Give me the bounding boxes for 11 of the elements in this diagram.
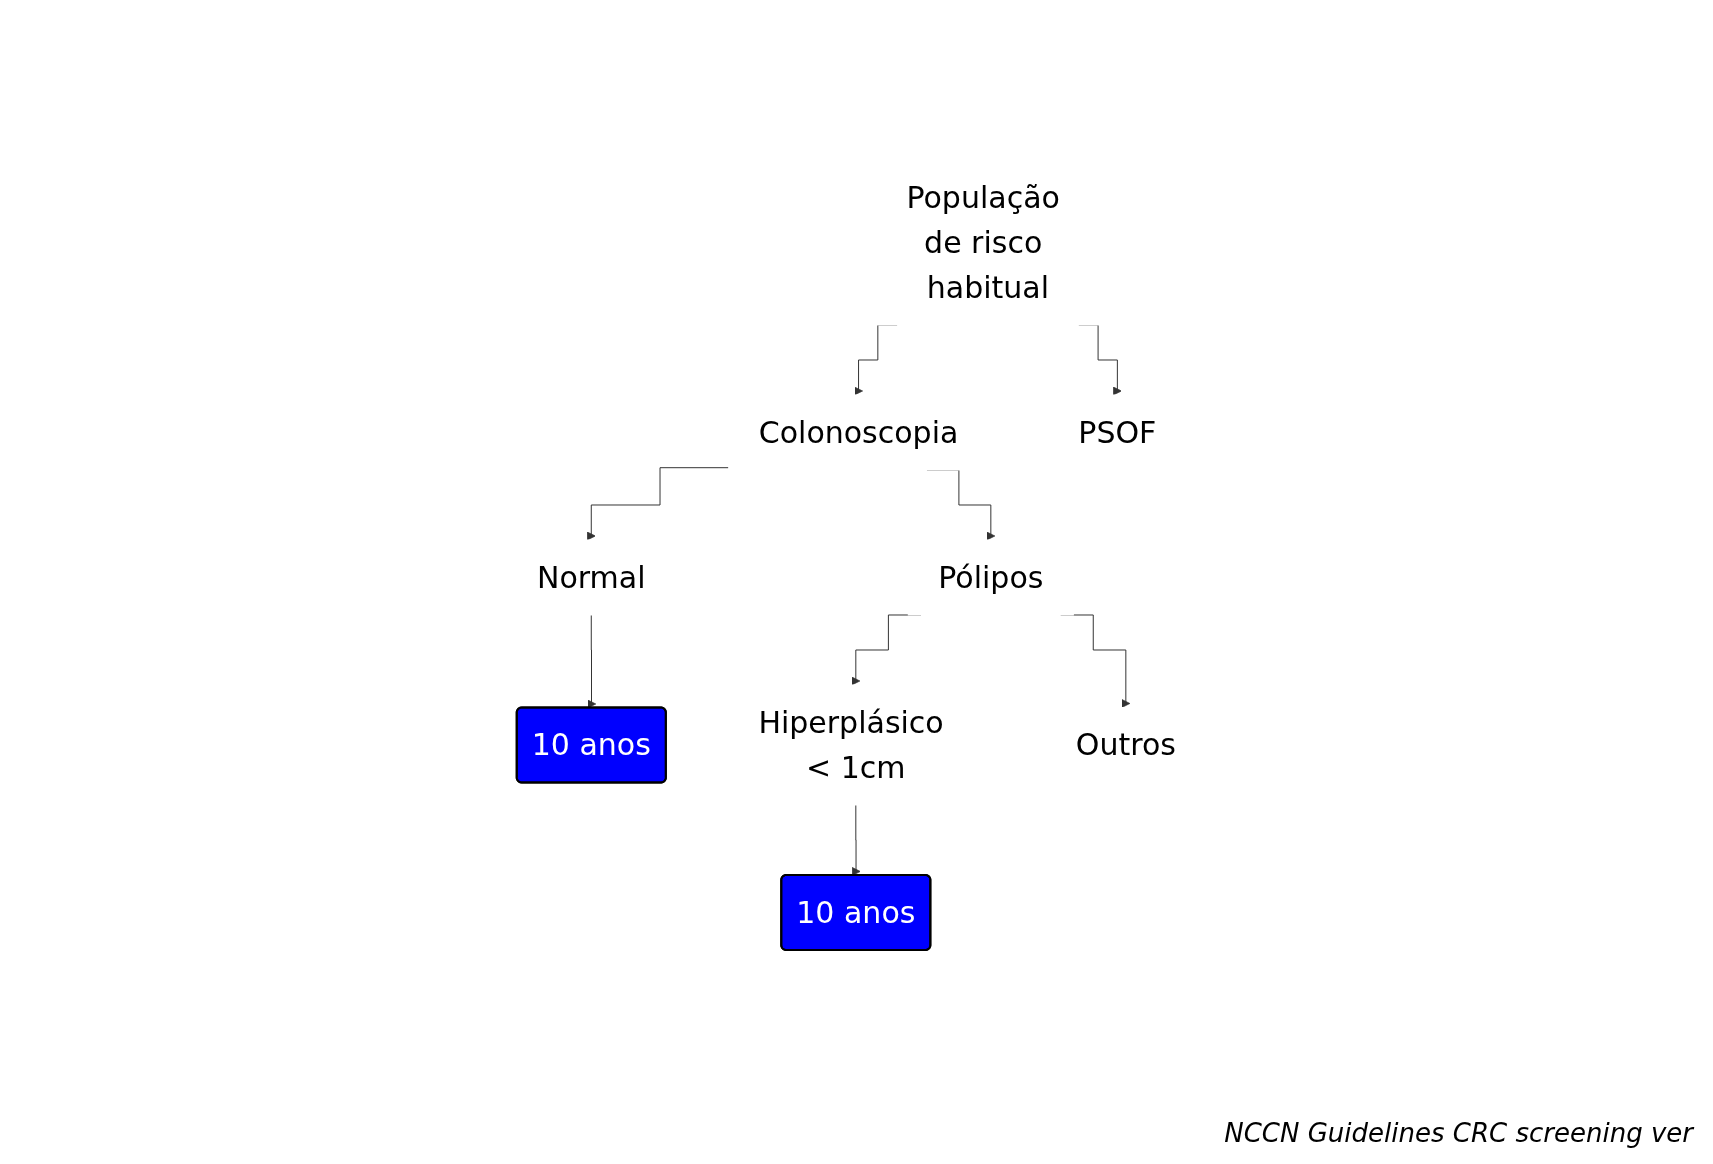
arrow — [587, 614, 597, 709]
node-text: Outros — [1075, 727, 1176, 763]
arrow — [586, 467, 730, 541]
node-text: PSOF — [1078, 414, 1157, 450]
caption: NCCN Guidelines CRC screening ver — [1224, 1118, 1693, 1148]
arrow — [851, 804, 861, 876]
node-text: Normal — [537, 559, 646, 595]
node-text: População de risco habitual — [906, 180, 1060, 305]
node-text: Pólipos — [938, 559, 1044, 595]
node-text: Colonoscopia — [758, 414, 959, 450]
node-text: Hiperplásico < 1cm — [758, 704, 944, 785]
